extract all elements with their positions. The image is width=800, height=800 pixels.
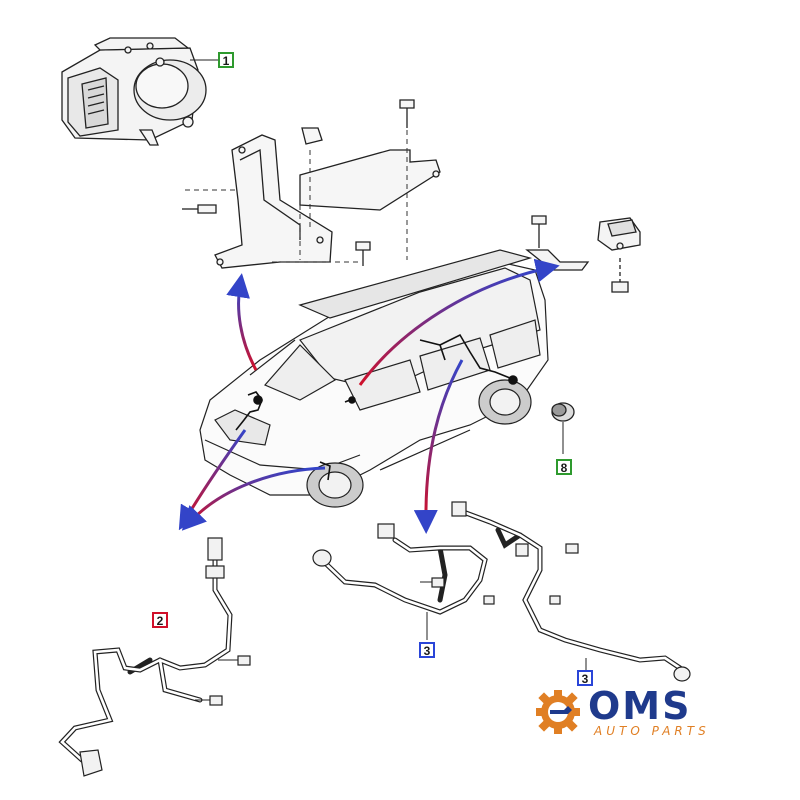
arrows bbox=[178, 258, 560, 534]
brand-logo: OMS AUTO PARTS bbox=[528, 684, 760, 744]
gear-icon bbox=[536, 690, 580, 734]
callout-2: 2 bbox=[152, 612, 168, 628]
callout-1: 1 bbox=[218, 52, 234, 68]
front-wheel-harness bbox=[58, 542, 233, 763]
front-wheel-harness-core bbox=[60, 543, 232, 762]
front-harness-parts bbox=[79, 537, 251, 777]
rear-harness-left-core bbox=[320, 538, 487, 614]
rear-harness-right bbox=[455, 507, 683, 671]
sensor-plug bbox=[551, 402, 575, 454]
vehicle-drawing bbox=[199, 249, 549, 508]
dashed-guides bbox=[185, 130, 408, 263]
callout-8: 8 bbox=[556, 459, 572, 475]
abs-bracket bbox=[182, 99, 441, 269]
callout-3-left: 3 bbox=[419, 642, 435, 658]
rear-harness-right-core bbox=[456, 508, 682, 670]
abs-module bbox=[61, 37, 218, 146]
logo-text: OMS bbox=[588, 684, 692, 728]
callout-3-right: 3 bbox=[577, 670, 593, 686]
logo-tagline: AUTO PARTS bbox=[594, 724, 710, 738]
rear-right-parts bbox=[451, 501, 691, 682]
rear-left-parts bbox=[312, 523, 495, 640]
yaw-sensor-bracket bbox=[525, 215, 641, 293]
vehicle-wiring bbox=[235, 333, 518, 481]
